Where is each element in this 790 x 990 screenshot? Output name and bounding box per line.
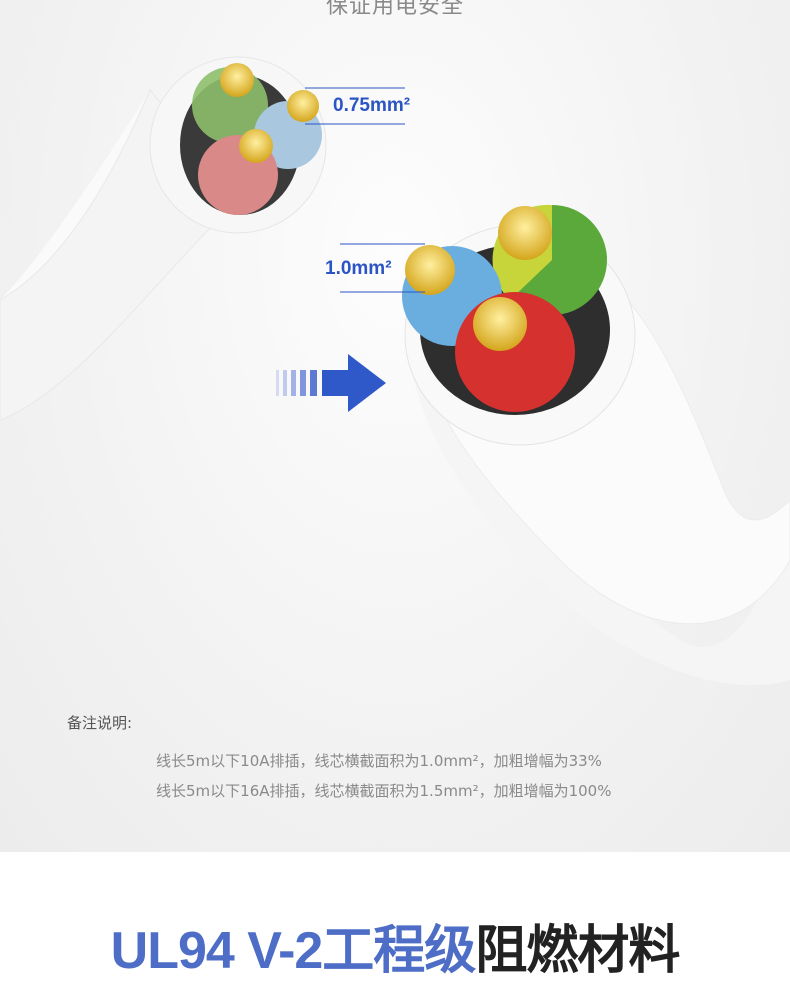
cable-comparison-graphic xyxy=(0,56,790,625)
large-cable-label: 1.0mm² xyxy=(325,258,392,279)
small-cable-label: 0.75mm² xyxy=(333,95,411,116)
arrow-right-icon xyxy=(276,354,386,412)
note-line: 线长5m以下10A排插，线芯横截面积为1.0mm²，加粗增幅为33% xyxy=(156,752,602,770)
headline-dark: 阻燃材料 xyxy=(475,922,680,980)
product-illustration: 保证用电安全 0.75mm² 1.0mm² 备注说明: 线长5m以下10A排插，… xyxy=(0,0,790,852)
headline: UL94 V-2工程级阻燃材料 xyxy=(0,908,790,983)
notes-title: 备注说明: xyxy=(67,714,133,732)
note-line: 线长5m以下16A排插，线芯横截面积为1.5mm²，加粗增幅为100% xyxy=(156,782,612,800)
headline-section: UL94 V-2工程级阻燃材料 xyxy=(0,852,790,990)
headline-blue: UL94 V-2工程级 xyxy=(110,922,477,980)
section-title-cut: 保证用电安全 xyxy=(325,0,464,19)
